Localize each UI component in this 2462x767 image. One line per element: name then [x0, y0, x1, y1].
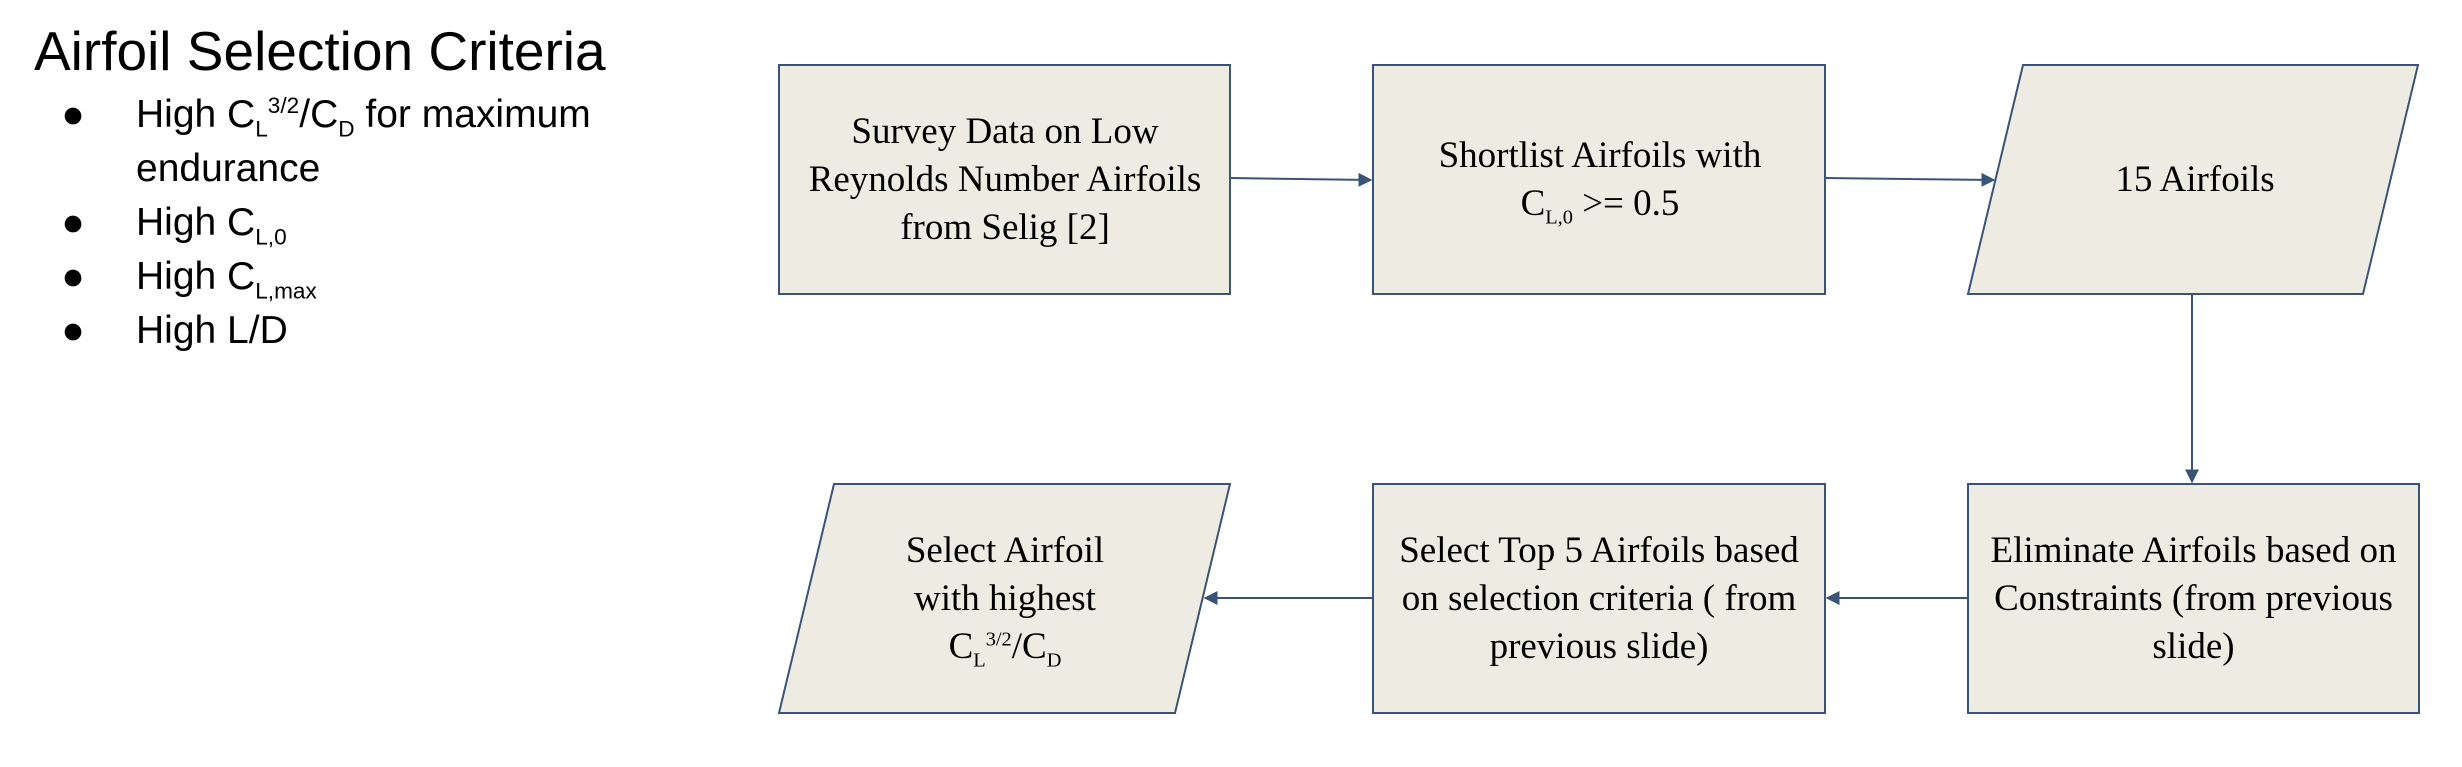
select-airfoil-label: Select Airfoil with highest CL3/2/CD [845, 484, 1165, 713]
survey-label: Survey Data on Low Reynolds Number Airfo… [808, 110, 1202, 248]
criteria-item-ld: ● High L/D [58, 304, 708, 358]
criteria-text: High L/D [136, 309, 288, 352]
select-label-line2: with highest [914, 577, 1096, 619]
criteria-item-endurance: ● High CL3/2/CD for maximum endurance [58, 88, 708, 196]
edge-survey-to-shortlist [1229, 172, 1373, 187]
select-airfoil-node [777, 483, 1232, 714]
criteria-subscript: L [255, 116, 268, 142]
top5-label: Select Top 5 Airfoils based on selection… [1399, 529, 1799, 667]
fifteen-airfoils-label: 15 Airfoils [2115, 158, 2275, 200]
eliminate-node [1967, 483, 2420, 714]
shortlist-label-subscript: L,0 [1545, 206, 1573, 229]
top5-node [1372, 483, 1826, 714]
page-title: Airfoil Selection Criteria [34, 20, 606, 82]
criteria-superscript: 3/2 [267, 92, 300, 118]
criteria-text: High C [136, 93, 256, 136]
eliminate-label: Eliminate Airfoils based on Constraints … [1990, 529, 2397, 667]
select-label-subscript2: D [1046, 649, 1062, 672]
criteria-text: High C [136, 201, 256, 244]
criteria-list: ● High CL3/2/CD for maximum endurance ● … [58, 88, 708, 358]
select-label-mid: /C [1011, 625, 1047, 667]
shortlist-label: Shortlist Airfoils with CL,0 >= 0.5 [1390, 65, 1810, 294]
shortlist-label-line1: Shortlist Airfoils with [1438, 134, 1762, 176]
criteria-item-cl0: ● High CL,0 [58, 196, 708, 250]
bullet-icon: ● [61, 93, 85, 136]
survey-node [778, 64, 1231, 295]
select-label-subscript: L [973, 649, 986, 672]
fifteen-airfoils-node [1966, 64, 2420, 295]
select-label-superscript: 3/2 [985, 627, 1012, 650]
bullet-icon: ● [61, 201, 85, 244]
criteria-subscript: L,0 [255, 224, 287, 250]
edge-shortlist-to-fifteen [1824, 172, 1996, 187]
criteria-subscript: L,max [255, 278, 317, 304]
criteria-text: High C [136, 255, 256, 298]
select-label-c: C [948, 625, 974, 667]
criteria-item-clmax: ● High CL,max [58, 250, 708, 304]
criteria-text: for maximum endurance [136, 93, 591, 190]
shortlist-label-c: C [1520, 182, 1546, 224]
bullet-icon: ● [61, 255, 85, 298]
shortlist-label-rest: >= 0.5 [1572, 182, 1680, 224]
bullet-icon: ● [61, 309, 85, 352]
select-label-line1: Select Airfoil [905, 529, 1105, 571]
criteria-text: /C [299, 93, 339, 136]
shortlist-node [1372, 64, 1826, 295]
criteria-subscript: D [338, 116, 355, 142]
